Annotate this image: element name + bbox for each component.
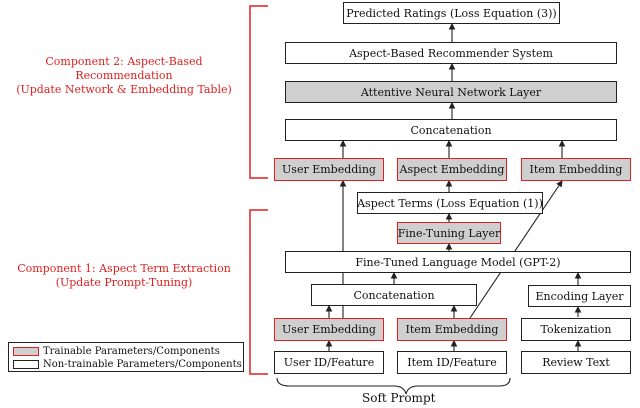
trainable-swatch-icon <box>13 347 39 356</box>
legend-nontrainable-label: Non-trainable Parameters/Components <box>43 359 242 370</box>
component1-title: Component 1: Aspect Term Extraction <box>17 262 231 275</box>
user-id-box: User ID/Feature <box>274 351 384 374</box>
component1-subtitle: (Update Prompt-Tuning) <box>55 276 193 289</box>
soft-prompt-brace <box>276 377 511 395</box>
user-embedding-bottom-box: User Embedding <box>274 318 384 341</box>
component1-bracket <box>249 209 268 375</box>
legend-trainable: Trainable Parameters/Components <box>13 346 220 357</box>
concatenation-top-box: Concatenation <box>285 119 617 141</box>
legend-nontrainable: Non-trainable Parameters/Components <box>13 359 242 370</box>
component2-title: Component 2: Aspect-Based Recommendation <box>45 55 203 82</box>
nontrainable-swatch-icon <box>13 360 39 369</box>
concatenation-bottom-box: Concatenation <box>311 284 477 306</box>
component2-bracket <box>249 5 268 179</box>
component1-label: Component 1: Aspect Term Extraction (Upd… <box>0 262 248 290</box>
recommender-system-box: Aspect-Based Recommender System <box>285 42 617 64</box>
legend-trainable-label: Trainable Parameters/Components <box>43 346 220 357</box>
predicted-ratings-box: Predicted Ratings (Loss Equation (3)) <box>343 2 560 24</box>
arrow-itememb-bottom-to-top <box>469 180 563 319</box>
tokenization-box: Tokenization <box>521 318 631 341</box>
encoding-layer-box: Encoding Layer <box>528 285 631 307</box>
review-text-box: Review Text <box>521 351 631 374</box>
language-model-box: Fine-Tuned Language Model (GPT-2) <box>285 251 631 273</box>
legend: Trainable Parameters/Components Non-trai… <box>8 342 244 372</box>
component2-subtitle: (Update Network & Embedding Table) <box>16 83 232 96</box>
item-embedding-top-box: Item Embedding <box>521 158 631 181</box>
aspect-terms-box: Aspect Terms (Loss Equation (1)) <box>357 192 543 214</box>
user-embedding-top-box: User Embedding <box>274 158 384 181</box>
aspect-embedding-box: Aspect Embedding <box>397 158 507 181</box>
item-embedding-bottom-box: Item Embedding <box>397 318 507 341</box>
attentive-layer-box: Attentive Neural Network Layer <box>285 81 617 103</box>
soft-prompt-label: Soft Prompt <box>362 391 436 405</box>
fine-tuning-layer-box: Fine-Tuning Layer <box>397 222 501 244</box>
component2-label: Component 2: Aspect-Based Recommendation… <box>0 55 248 97</box>
item-id-box: Item ID/Feature <box>397 351 507 374</box>
